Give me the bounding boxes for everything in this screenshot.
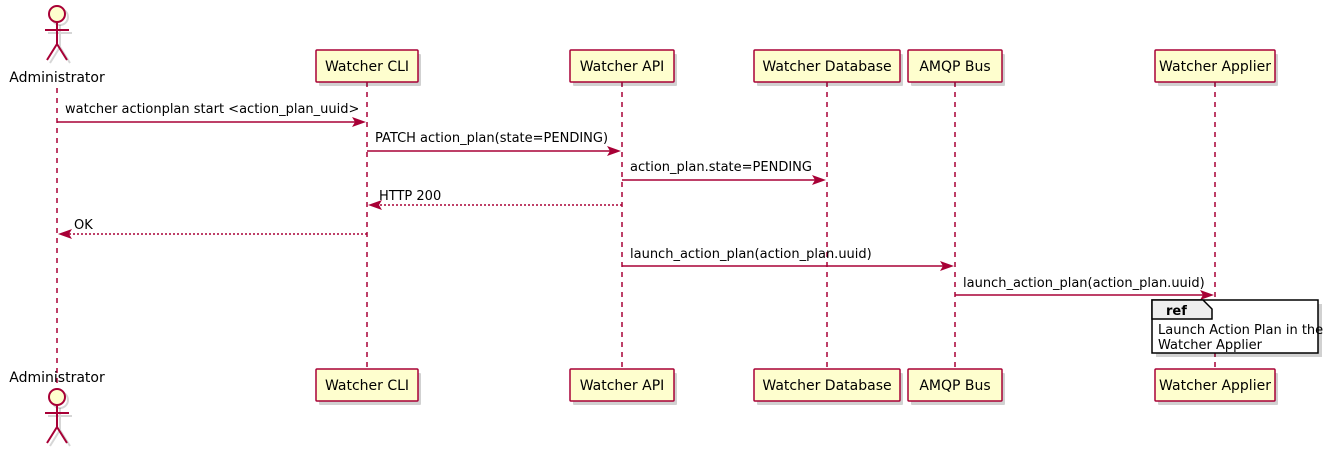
participant-label-watcher-applier-top: Watcher Applier	[1159, 59, 1271, 75]
actor-label-administrator-top: Administrator	[9, 70, 105, 86]
message-4-ok[interactable]: OK	[58, 218, 367, 239]
box-body	[569, 368, 675, 402]
message-label: OK	[74, 218, 93, 233]
participant-box-watcher-applier-bottom[interactable]: Watcher Applier	[1154, 368, 1278, 405]
ref-body-line-2: Watcher Applier	[1158, 338, 1263, 353]
participant-label-watcher-api-bottom: Watcher API	[580, 378, 665, 394]
actor-head-icon-bottom	[48, 388, 66, 406]
actor-body-icon-bottom	[45, 405, 69, 444]
participant-label-amqp-bus-bottom: AMQP Bus	[919, 378, 990, 394]
lifelines-group	[56, 82, 1216, 392]
participant-box-watcher-applier-top[interactable]: Watcher Applier	[1154, 49, 1278, 86]
ref-body-line-1: Launch Action Plan in the	[1158, 323, 1323, 338]
box-body	[907, 49, 1003, 83]
arrowhead-left-icon	[58, 229, 72, 239]
message-label: PATCH action_plan(state=PENDING)	[375, 131, 608, 146]
actor-label-administrator-bottom: Administrator	[9, 370, 105, 386]
arrowhead-left-icon	[368, 200, 382, 210]
actor-administrator-top[interactable]: Administrator	[9, 5, 105, 86]
actor-head-icon	[48, 5, 66, 23]
participant-label-watcher-api-top: Watcher API	[580, 59, 665, 75]
box-body	[1154, 368, 1276, 402]
participant-box-watcher-cli-bottom[interactable]: Watcher CLI	[315, 368, 421, 405]
participant-label-amqp-bus-top: AMQP Bus	[919, 59, 990, 75]
message-0-watcher-actionplan-start[interactable]: watcher actionplan start <action_plan_uu…	[57, 102, 366, 127]
message-label: watcher actionplan start <action_plan_uu…	[65, 102, 359, 117]
message-label: launch_action_plan(action_plan.uuid)	[630, 247, 872, 262]
participant-label-watcher-database-bottom: Watcher Database	[762, 378, 891, 394]
message-label: launch_action_plan(action_plan.uuid)	[963, 276, 1205, 291]
participant-boxes-top: Watcher CLI Watcher API Watcher Database…	[315, 49, 1278, 86]
arrowhead-right-icon	[812, 175, 826, 185]
box-body	[315, 368, 419, 402]
participant-box-watcher-database-bottom[interactable]: Watcher Database	[753, 368, 903, 405]
participant-label-watcher-cli-top: Watcher CLI	[325, 59, 409, 75]
arrowhead-right-icon	[352, 117, 366, 127]
participant-label-watcher-database-top: Watcher Database	[762, 59, 891, 75]
arrowhead-right-icon	[607, 146, 621, 156]
message-6-launch-action-plan-to-applier[interactable]: launch_action_plan(action_plan.uuid)	[955, 276, 1214, 300]
box-body	[569, 49, 675, 83]
arrowhead-right-icon	[940, 261, 954, 271]
message-3-http-200[interactable]: HTTP 200	[368, 189, 622, 210]
ref-tab-label: ref	[1166, 304, 1187, 319]
box-body	[1154, 49, 1276, 83]
actor-administrator-bottom[interactable]: Administrator	[9, 370, 105, 447]
participant-box-watcher-api-bottom[interactable]: Watcher API	[569, 368, 677, 405]
box-body	[753, 49, 901, 83]
box-body	[315, 49, 419, 83]
ref-tab-shape	[1151, 299, 1213, 320]
participant-box-amqp-bus-bottom[interactable]: AMQP Bus	[907, 368, 1005, 405]
box-body	[907, 368, 1003, 402]
participant-label-watcher-cli-bottom: Watcher CLI	[325, 378, 409, 394]
message-label: HTTP 200	[379, 189, 441, 204]
arrowhead-right-icon	[1200, 290, 1214, 300]
message-2-action-plan-state-pending[interactable]: action_plan.state=PENDING	[622, 160, 826, 185]
participant-boxes-bottom: Watcher CLI Watcher API Watcher Database…	[315, 368, 1278, 405]
participant-label-watcher-applier-bottom: Watcher Applier	[1159, 378, 1271, 394]
message-1-patch-action-plan[interactable]: PATCH action_plan(state=PENDING)	[367, 131, 621, 156]
participant-box-watcher-cli-top[interactable]: Watcher CLI	[315, 49, 421, 86]
participant-box-watcher-api-top[interactable]: Watcher API	[569, 49, 677, 86]
message-label: action_plan.state=PENDING	[630, 160, 812, 175]
participant-box-watcher-database-top[interactable]: Watcher Database	[753, 49, 903, 86]
ref-fragment-launch-action-plan[interactable]: ref Launch Action Plan in the Watcher Ap…	[1151, 299, 1323, 357]
actor-body-icon	[45, 22, 69, 61]
message-5-launch-action-plan-to-bus[interactable]: launch_action_plan(action_plan.uuid)	[622, 247, 954, 271]
participant-box-amqp-bus-top[interactable]: AMQP Bus	[907, 49, 1005, 86]
box-body	[753, 368, 901, 402]
